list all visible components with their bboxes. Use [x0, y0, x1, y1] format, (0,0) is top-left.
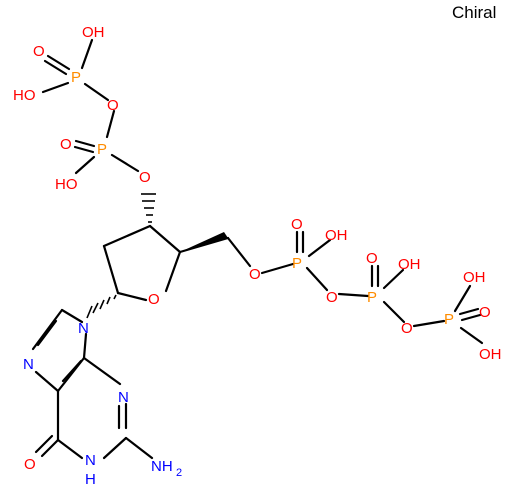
bond-p2-o-dbl-a [74, 139, 96, 148]
bond-c2-c1 [102, 244, 120, 295]
bond-oring-c4 [164, 250, 182, 293]
bond-n9-c8 [60, 308, 84, 324]
bond-c4-n9 [82, 332, 88, 360]
bond-obridge3-p5 [412, 319, 446, 328]
bond-c6-o6-b [34, 434, 54, 454]
bond-c5-c4-dbl [61, 359, 83, 383]
atom-o-bridge2: O [326, 289, 338, 306]
bond-p5-o-dbl-b [460, 313, 482, 322]
atom-o-bridge3: O [401, 320, 413, 337]
atom-oh-p5-bot: OH [479, 346, 502, 363]
atom-n3: N [118, 389, 129, 406]
bond-obridge-p2 [105, 109, 116, 139]
atom-o-p5-dbl: O [479, 304, 491, 321]
bond-p3-obridge2 [305, 266, 329, 292]
bond-c4-c3 [148, 224, 182, 254]
bond-p1-obridge [83, 82, 110, 102]
bond-c2-n1 [102, 436, 128, 460]
bond-p4-oh [382, 268, 405, 290]
bond-p1-o-dbl-b [43, 59, 68, 76]
atom-nh2: NH [151, 458, 173, 475]
bond-p3-oh [307, 238, 332, 258]
atom-p3: P [292, 255, 302, 272]
bond-n1-c6 [56, 438, 84, 460]
atom-oh-p4: OH [398, 256, 421, 273]
atom-o-bridge1: O [107, 97, 119, 114]
atom-o6: O [24, 456, 36, 473]
atom-o-p1-top: O [33, 43, 45, 60]
atom-p2: P [97, 141, 107, 158]
atom-nh2-subscript: 2 [176, 467, 182, 479]
bond-n7-c5 [34, 370, 60, 393]
atom-o-p3-dbl: O [291, 216, 303, 233]
bond-p2-o-dbl-b [73, 145, 95, 154]
atom-p1: P [71, 69, 81, 86]
atom-oh-p5-top: OH [463, 269, 486, 286]
atom-o3: O [139, 169, 151, 186]
bonds [31, 38, 484, 460]
atom-h-n1: H [85, 471, 96, 488]
bond-p5-oh-top [453, 284, 472, 313]
atom-oh-p1-a: OH [82, 24, 105, 41]
bond-p1-oh [80, 38, 94, 70]
hashed-bond-c3-o3 [141, 193, 156, 223]
atom-n7: N [23, 356, 34, 373]
bond-p1-o-dbl-a [46, 54, 71, 71]
chiral-annotation: Chiral [452, 3, 496, 22]
atom-o-p4-dbl: O [366, 250, 378, 267]
bond-obridge2-p4 [337, 292, 370, 298]
bond-c2-nh2 [124, 436, 154, 460]
atom-p5: P [444, 311, 454, 328]
atom-ho-p1-b: HO [13, 87, 36, 104]
bond-o5-p3 [260, 262, 295, 275]
bond-c5-o5 [226, 236, 252, 268]
bond-c8-n7-a [31, 308, 64, 351]
atom-o-ring: O [148, 291, 160, 308]
atom-ho-p2: HO [55, 176, 78, 193]
bond-p2-ho [74, 155, 96, 175]
atom-labels: O OH P HO O O P HO O O N N N N H O NH 2 … [13, 24, 502, 488]
bond-p1-ho [41, 81, 70, 94]
bond-p4-obridge3 [382, 300, 406, 324]
wedge-bond-c4-c5 [180, 232, 228, 252]
bond-c3-c2 [102, 224, 152, 248]
atom-oh-p3: OH [325, 227, 348, 244]
atom-o-p2-dbl: O [60, 136, 72, 153]
bond-c1-oring [116, 291, 148, 302]
bond-p5-o-dbl-a [458, 307, 480, 316]
bond-c8-n7-b [36, 319, 58, 347]
atom-o5: O [249, 266, 261, 283]
bond-p5-oh-bot [459, 326, 484, 345]
atom-n1: N [85, 452, 96, 469]
atom-p4: P [367, 289, 377, 306]
hashed-bond-c1-n9 [86, 294, 117, 319]
bond-p2-o3 [110, 153, 140, 173]
bond-c4-n3 [82, 356, 122, 386]
bond-c6-o6-a [40, 438, 60, 458]
atom-n9: N [78, 320, 89, 337]
